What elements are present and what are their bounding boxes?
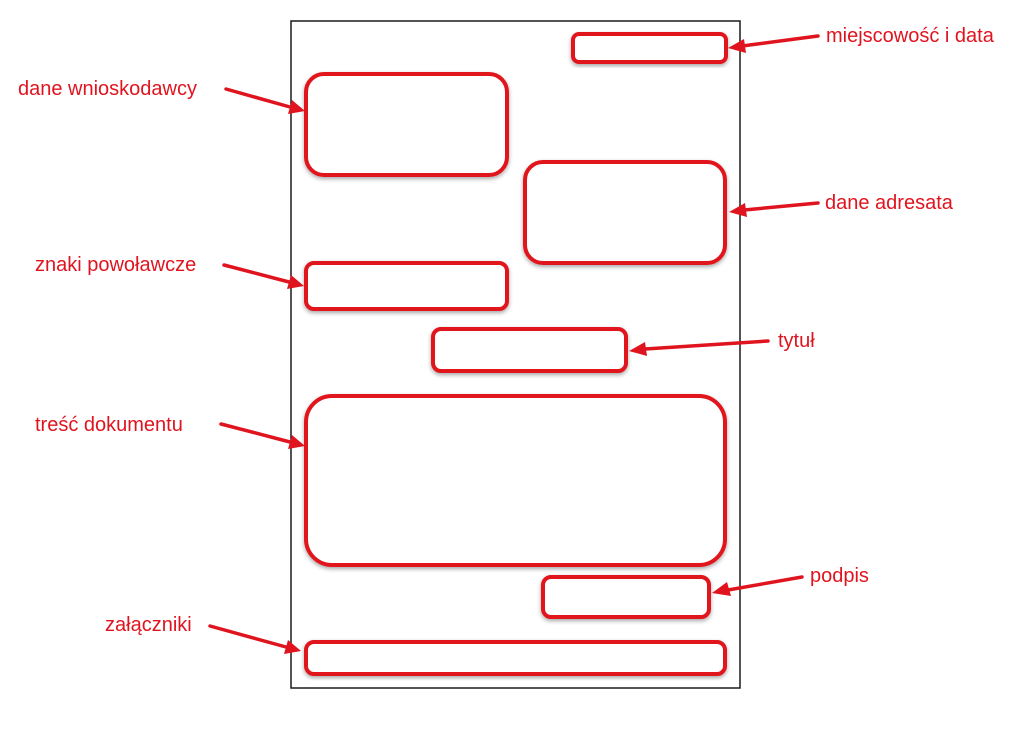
region-podpis xyxy=(541,575,711,619)
arrow-tresc-dokumentu xyxy=(219,422,305,449)
arrow-podpis xyxy=(712,575,804,596)
region-tresc-dokumentu xyxy=(304,394,727,567)
arrow-dane-adresata xyxy=(729,201,820,217)
label-znaki-powolawcze: znaki powoławcze xyxy=(35,254,196,276)
label-podpis: podpis xyxy=(810,565,869,587)
label-tresc-dokumentu: treść dokumentu xyxy=(35,414,183,436)
arrow-zalaczniki xyxy=(208,624,301,654)
region-tytul xyxy=(431,327,628,373)
label-miejscowosc-i-data: miejscowość i data xyxy=(826,25,995,47)
arrow-tytul xyxy=(629,339,770,356)
arrow-dane-wnioskodawcy xyxy=(224,87,305,114)
region-dane-wnioskodawcy xyxy=(304,72,509,177)
label-tytul: tytuł xyxy=(778,330,815,352)
arrow-znaki-powolawcze xyxy=(222,263,304,289)
arrow-miejscowosc-i-data xyxy=(728,34,820,53)
label-dane-wnioskodawcy: dane wnioskodawcy xyxy=(18,78,197,100)
label-dane-adresata: dane adresata xyxy=(825,192,954,214)
region-zalaczniki xyxy=(304,640,727,676)
region-miejscowosc-i-data xyxy=(571,32,728,64)
region-znaki-powolawcze xyxy=(304,261,509,311)
region-dane-adresata xyxy=(523,160,727,265)
label-zalaczniki: załączniki xyxy=(105,614,192,636)
